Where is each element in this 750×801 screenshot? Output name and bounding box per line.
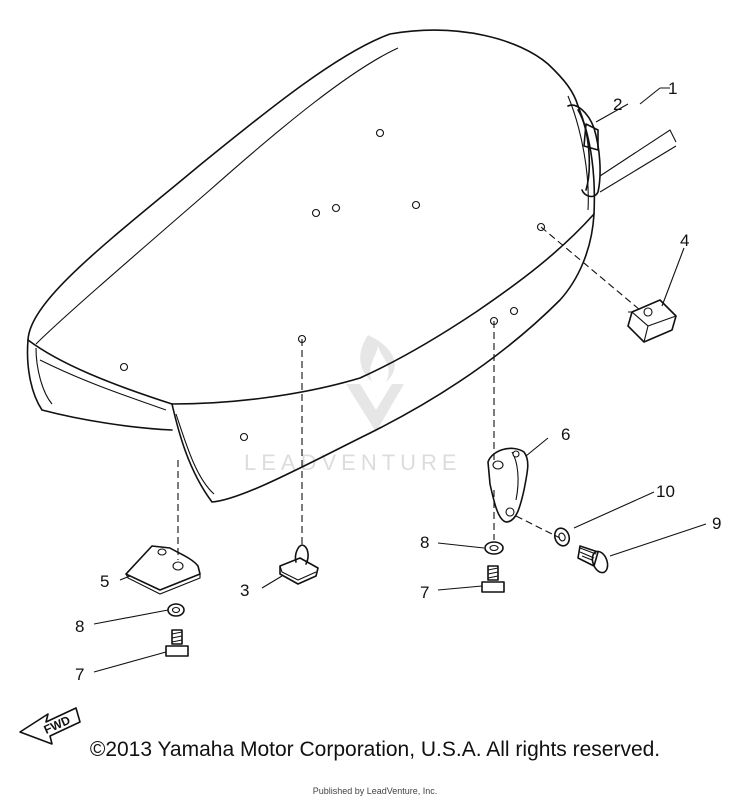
callout-3: 3 <box>240 581 249 600</box>
leadventure-watermark: LEADVENTURE <box>244 335 462 475</box>
seat-strap <box>567 104 601 198</box>
callout-8-right: 8 <box>420 533 429 552</box>
seat <box>26 29 677 503</box>
callout-1: 1 <box>668 79 677 98</box>
washer-part-10 <box>553 527 571 547</box>
bolt-part-9 <box>577 545 609 574</box>
nut-block-part-4 <box>627 299 677 343</box>
callout-4: 4 <box>680 231 689 250</box>
bolt-part-7-left <box>165 629 189 657</box>
callout-10: 10 <box>656 482 675 501</box>
callout-5: 5 <box>100 572 109 591</box>
bolt-part-7-right <box>481 565 505 593</box>
clip-nut-part-3 <box>279 544 319 585</box>
bracket-part-6 <box>487 447 529 523</box>
fwd-arrow-icon: FWD <box>19 707 81 745</box>
callout-6: 6 <box>561 425 570 444</box>
copyright-notice: ©2013 Yamaha Motor Corporation, U.S.A. A… <box>89 738 661 761</box>
callout-7-right: 7 <box>420 583 429 602</box>
washer-part-8-right <box>484 541 504 555</box>
washer-part-8-left <box>167 603 185 617</box>
callout-7-left: 7 <box>75 665 84 684</box>
publisher-credit: Published by LeadVenture, Inc. <box>312 786 438 796</box>
watermark-text: LEADVENTURE <box>244 450 462 475</box>
bracket-part-5 <box>125 545 201 595</box>
callout-8-left: 8 <box>75 617 84 636</box>
callout-9: 9 <box>712 514 721 533</box>
callout-2: 2 <box>613 95 622 114</box>
